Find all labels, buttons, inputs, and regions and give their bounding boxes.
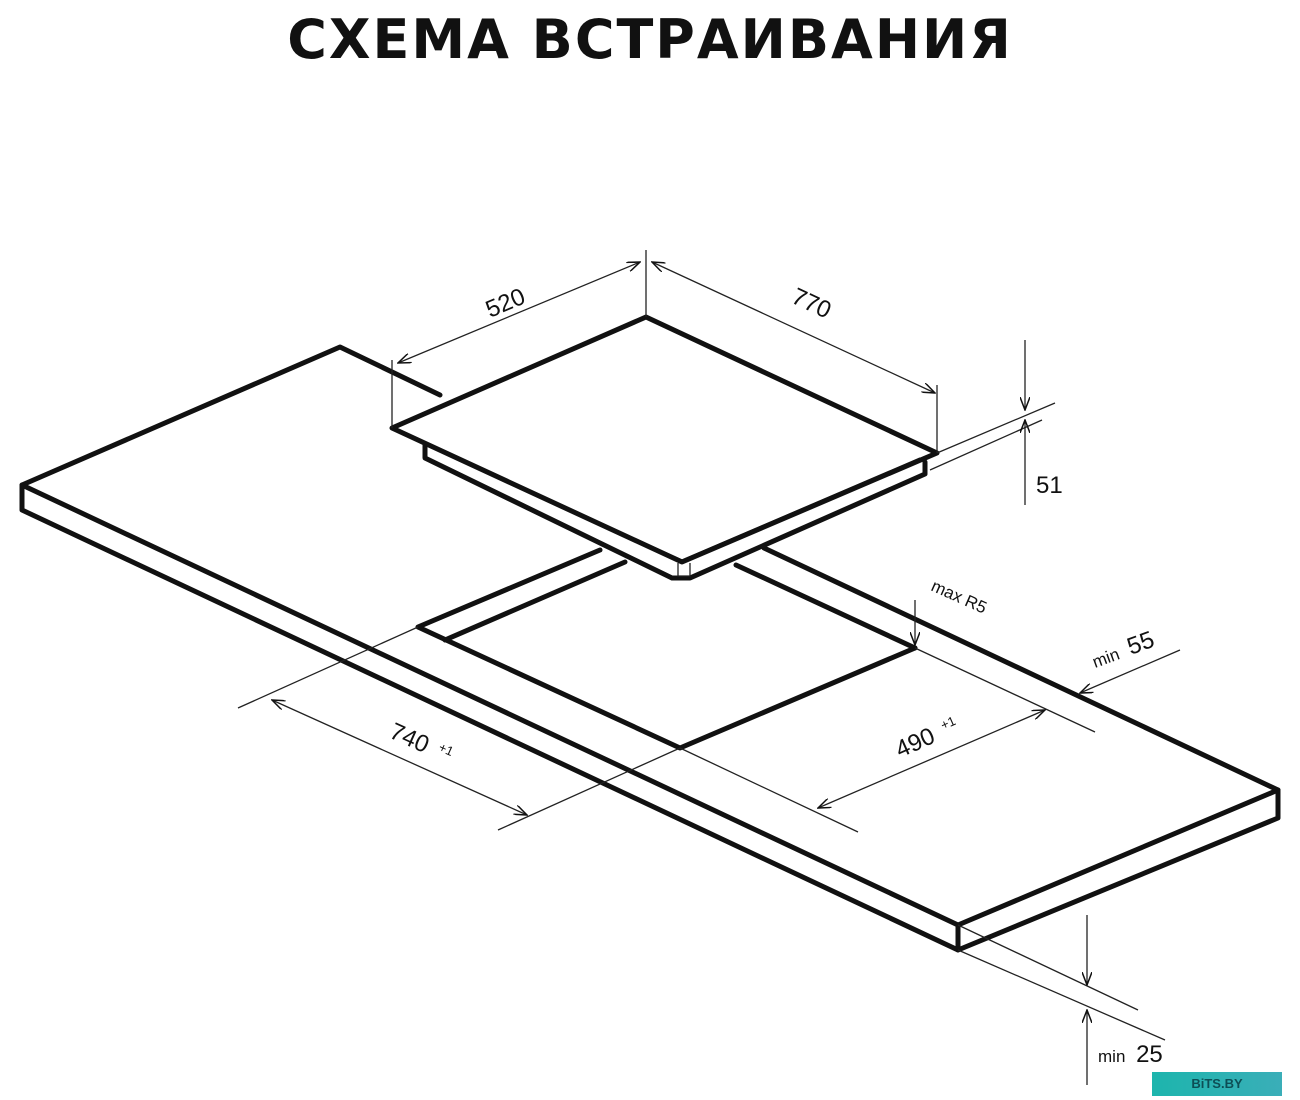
- dimension-min-back-gap: min 55: [1080, 626, 1181, 693]
- hob-depth-label: 520: [482, 283, 529, 324]
- cutout-depth-tolerance: +1: [938, 713, 958, 733]
- min-back-gap-label: 55: [1124, 626, 1158, 661]
- cutout-width-tolerance: +1: [436, 739, 456, 759]
- min-back-gap-prefix: min: [1090, 645, 1122, 672]
- watermark: BiTS.BY: [1152, 1072, 1282, 1096]
- hob-height-label: 51: [1036, 472, 1063, 499]
- svg-text:740 +1: 740 +1: [386, 718, 457, 769]
- corner-radius-label: max R5: [928, 576, 989, 617]
- min-thickness-label: 25: [1136, 1041, 1163, 1068]
- svg-text:min 55: min 55: [1088, 626, 1158, 674]
- cutout-depth-label: 490: [891, 723, 939, 764]
- cutout-width-label: 740: [386, 718, 434, 759]
- dimension-min-thickness: min 25: [957, 915, 1166, 1085]
- min-thickness-prefix: min: [1098, 1047, 1125, 1066]
- hob: [389, 314, 940, 581]
- diagram-title: СХЕМА ВСТРАИВАНИЯ: [287, 8, 1013, 71]
- svg-text:min 25: min 25: [1098, 1041, 1163, 1068]
- svg-text:490 +1: 490 +1: [891, 712, 962, 763]
- hob-width-label: 770: [787, 283, 835, 324]
- cutout: [415, 547, 918, 751]
- dimension-cutout-width: 740 +1: [237, 626, 681, 831]
- dimension-hob-height: 51: [929, 340, 1063, 505]
